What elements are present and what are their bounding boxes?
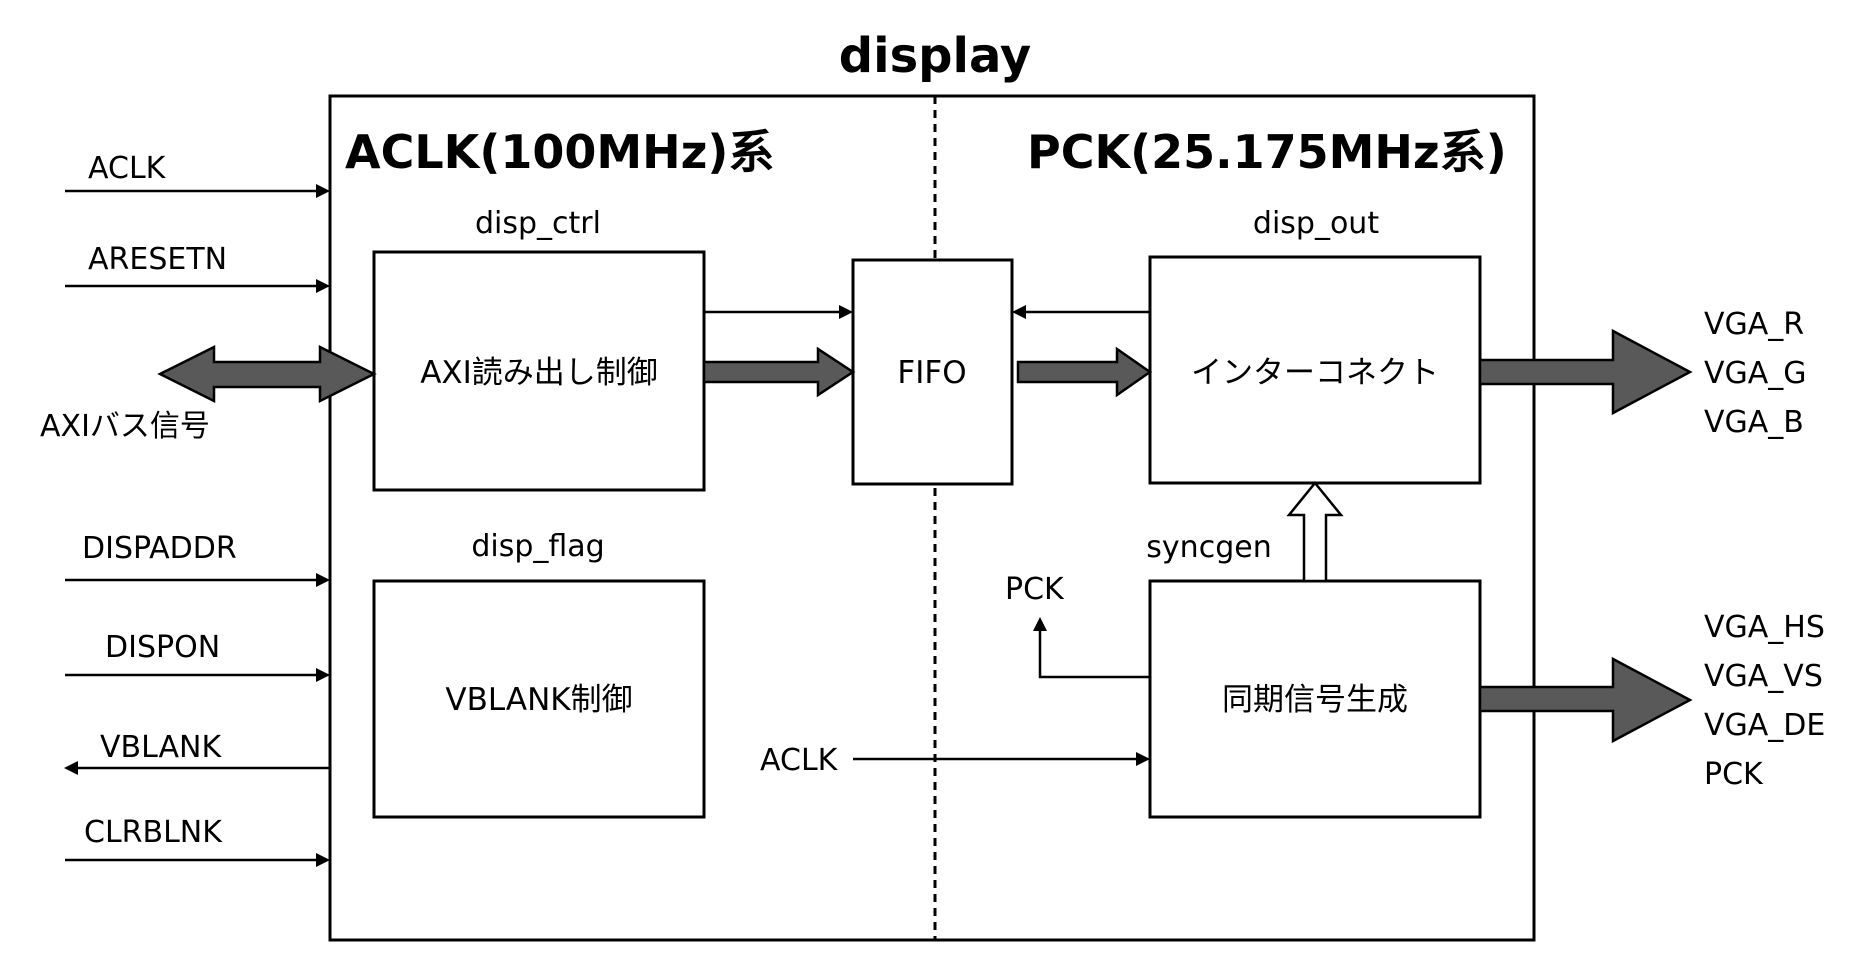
aclk-to-syncgen-arrowhead	[1136, 752, 1150, 766]
signal-label-aclk: ACLK	[88, 151, 167, 186]
fifo-to-out-data-arrow	[1016, 346, 1153, 398]
rgb-output-fat-arrow	[1478, 328, 1693, 416]
output-label-vga-vs: VGA_VS	[1704, 659, 1823, 694]
axi-bus-double-arrow	[157, 344, 377, 404]
disp-flag-block	[372, 579, 706, 819]
block-name-disp-out: disp_out	[1253, 206, 1379, 241]
internal-label-pck: PCK	[1005, 572, 1065, 607]
fifo-block	[851, 258, 1014, 486]
ctrl-to-fifo-data-arrow	[702, 346, 856, 398]
pck-feedback-line	[1038, 631, 1150, 679]
pck-feedback-arrowhead	[1033, 617, 1047, 631]
block-name-disp-ctrl: disp_ctrl	[475, 206, 601, 241]
dispon-arrowhead	[316, 668, 330, 682]
output-label-vga-hs: VGA_HS	[1704, 610, 1825, 645]
sync-output-fat-arrow	[1478, 656, 1693, 744]
signal-label-vblank: VBLANK	[100, 730, 222, 765]
syncgen-text: 同期信号生成	[1222, 682, 1408, 718]
aclk-arrowhead	[316, 184, 330, 198]
vblank-arrowhead	[64, 761, 78, 775]
fifo-text: FIFO	[897, 355, 966, 391]
block-name-syncgen: syncgen	[1146, 530, 1271, 565]
clrblnk-arrowhead	[316, 853, 330, 867]
internal-label-aclk: ACLK	[760, 743, 839, 778]
output-label-vga-de: VGA_DE	[1704, 708, 1825, 743]
output-label-pck: PCK	[1704, 757, 1764, 792]
disp-out-text: インターコネクト	[1191, 355, 1439, 391]
block-name-disp-flag: disp_flag	[471, 529, 604, 564]
dispaddr-arrowhead	[316, 573, 330, 587]
disp-out-block	[1148, 255, 1482, 485]
syncgen-to-out-hollow-arrow	[1286, 481, 1344, 583]
out-to-fifo-arrowhead	[1012, 305, 1026, 319]
signal-label-aresetn: ARESETN	[88, 242, 227, 277]
output-label-vga-b: VGA_B	[1704, 405, 1804, 440]
disp-flag-text: VBLANK制御	[445, 682, 632, 718]
disp-ctrl-text: AXI読み出し制御	[420, 355, 658, 391]
display-module-boundary	[328, 94, 1536, 942]
syncgen-block	[1148, 579, 1482, 819]
signal-label-axi-bus: AXIバス信号	[40, 409, 210, 444]
diagram-title: display	[839, 28, 1031, 84]
domain-label-pck: PCK(25.175MHz系)	[1027, 125, 1507, 179]
signal-label-dispon: DISPON	[105, 630, 220, 665]
ctrl-to-fifo-arrowhead	[839, 305, 853, 319]
aresetn-arrowhead	[316, 279, 330, 293]
signal-label-dispaddr: DISPADDR	[82, 531, 237, 566]
signal-label-clrblnk: CLRBLNK	[84, 815, 223, 850]
output-label-vga-r: VGA_R	[1704, 307, 1804, 342]
output-label-vga-g: VGA_G	[1704, 356, 1807, 391]
disp-ctrl-block	[372, 250, 706, 492]
domain-label-aclk: ACLK(100MHz)系	[345, 125, 774, 179]
